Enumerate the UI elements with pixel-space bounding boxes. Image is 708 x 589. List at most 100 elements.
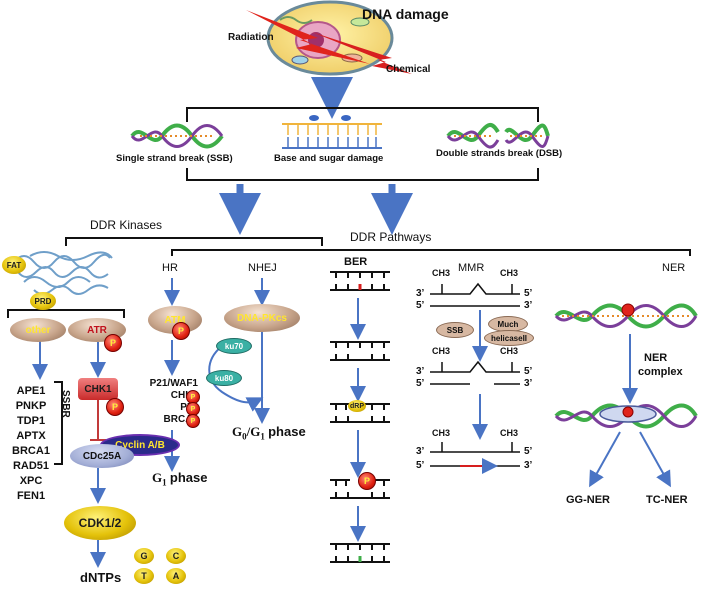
ssbr-gene: FEN1 — [16, 490, 46, 502]
mmr-ch3-c: CH3 — [432, 346, 451, 356]
prd-node: PRD — [30, 292, 56, 310]
hr-label: HR — [162, 262, 178, 274]
chemical-label: Chemical — [386, 64, 431, 75]
atm-phospho-icon: P — [172, 322, 190, 340]
kinases-bracket — [65, 237, 323, 246]
ssbr-gene: XPC — [19, 475, 43, 487]
g1-phase-label: G1 phase — [152, 470, 207, 488]
mmr-5prime-5: 5’ — [524, 446, 533, 457]
dnapkcs-node: DNA-PKcs — [224, 304, 300, 332]
mmr-5prime-6: 5’ — [416, 460, 425, 471]
ner-helix-top — [554, 303, 698, 329]
mmr-5prime-2: 5’ — [416, 300, 425, 311]
mmr-ch3-b: CH3 — [500, 268, 519, 278]
cdc25a-node: CDc25A — [70, 444, 134, 468]
atr-phospho-icon: P — [104, 334, 122, 352]
nhej-label: NHEJ — [248, 262, 277, 274]
ssbr-bracket — [54, 381, 63, 465]
radiation-label: Radiation — [228, 32, 274, 43]
radiation-bolt — [246, 10, 370, 64]
base-sugar-label: Base and sugar damage — [274, 153, 384, 164]
chk1-node: CHK1 — [78, 378, 118, 400]
ber-phospho-icon: P — [358, 472, 376, 490]
hr-target: CHK2 — [170, 390, 198, 401]
mmr-5prime-3: 5’ — [524, 366, 533, 377]
nucleotide-t: T — [134, 568, 154, 584]
arrow-ku-loop — [208, 345, 264, 412]
base-sugar-ladder — [282, 115, 382, 149]
g1-phase-word: phase — [169, 470, 208, 485]
mmr-ch3-a: CH3 — [432, 268, 451, 278]
damage-bracket-top — [186, 107, 539, 122]
mmr-5prime-1: 5’ — [524, 288, 533, 299]
phase-g0-g: G — [232, 424, 243, 439]
hr-target: P21/WAF1 — [149, 378, 198, 389]
chk1-phospho-icon: P — [106, 398, 124, 416]
ner-label: NER — [662, 262, 686, 274]
ber-label: BER — [344, 256, 368, 268]
ssbr-gene: TDP1 — [16, 415, 46, 427]
cdk-node: CDK1/2 — [64, 506, 136, 540]
nucleotide-c: C — [166, 548, 186, 564]
phase-g0-sub: 0 — [242, 431, 247, 442]
ner-arrow-gg — [589, 431, 621, 488]
ku70-node: ku70 — [216, 338, 252, 354]
dsb-label: Double strands break (DSB) — [436, 148, 563, 159]
dsb-helix — [446, 123, 550, 149]
ner-helix-bottom — [554, 403, 698, 429]
ssbr-gene: APTX — [16, 430, 46, 442]
tc-ner-label: TC-NER — [646, 494, 688, 506]
dntps-label: dNTPs — [80, 570, 122, 585]
damage-bracket-bottom — [186, 168, 539, 181]
nucleotide-g: G — [134, 548, 154, 564]
ner-complex-line2: complex — [638, 366, 683, 378]
mmr-3prime-4: 3’ — [524, 378, 533, 389]
dna-damage-title: DNA damage — [362, 6, 449, 22]
mmr-3prime-5: 3’ — [416, 446, 425, 457]
g1-phase-g: G — [152, 470, 163, 485]
ner-complex-line1: NER — [644, 352, 668, 364]
mmr-ch3-f: CH3 — [500, 428, 519, 438]
mmr-label: MMR — [458, 262, 485, 274]
other-node: other — [10, 318, 66, 342]
mmr-helicase-node: helicaseII — [484, 330, 534, 346]
mmr-3prime-6: 3’ — [524, 460, 533, 471]
mmr-ch3-e: CH3 — [432, 428, 451, 438]
mmr-3prime-2: 3’ — [524, 300, 533, 311]
phase-sep: /G — [246, 424, 261, 439]
mmr-ch3-d: CH3 — [500, 346, 519, 356]
mmr-much-node: Much — [488, 316, 528, 332]
gg-ner-label: GG-NER — [566, 494, 610, 506]
phase-g1-sub: 1 — [260, 431, 265, 442]
mmr-3prime-3: 3’ — [416, 366, 425, 377]
ssbr-gene: BRCA1 — [12, 445, 50, 457]
mmr-5prime-4: 5’ — [416, 378, 425, 389]
drp-node: dRP — [348, 400, 366, 412]
g0-g1-phase-label: G0/G1 phase — [232, 424, 306, 442]
g1-phase-sub: 1 — [162, 477, 167, 488]
ssbr-gene: APE1 — [16, 385, 46, 397]
ner-arrow-tc — [639, 431, 671, 488]
ssbr-gene: PNKP — [15, 400, 47, 412]
kinase-structure — [13, 251, 113, 295]
brca1-phospho-icon: P — [186, 414, 200, 428]
pathways-bracket — [171, 249, 691, 256]
ssb-label: Single strand break (SSB) — [116, 153, 233, 164]
ssbr-gene-list: APE1 PNKP TDP1 APTX BRCA1 RAD51 XPC FEN1 — [8, 384, 54, 504]
ber-ladders — [330, 271, 390, 563]
ddr-kinases-heading: DDR Kinases — [90, 218, 163, 232]
ssb-helix — [130, 123, 224, 149]
mmr-ssb-node: SSB — [436, 322, 474, 338]
kinase-sub-bracket — [7, 309, 125, 318]
ku80-node: ku80 — [206, 370, 242, 386]
ddr-pathways-heading: DDR Pathways — [350, 230, 432, 244]
ssbr-gene: RAD51 — [12, 460, 50, 472]
fat-node: FAT — [2, 256, 26, 274]
mmr-3prime-1: 3’ — [416, 288, 425, 299]
phase-word: phase — [268, 424, 306, 439]
mmr-strands — [430, 282, 520, 467]
nucleotide-a: A — [166, 568, 186, 584]
ssbr-label: SSBR — [60, 390, 71, 418]
hr-target: BRCA1 — [163, 414, 198, 425]
